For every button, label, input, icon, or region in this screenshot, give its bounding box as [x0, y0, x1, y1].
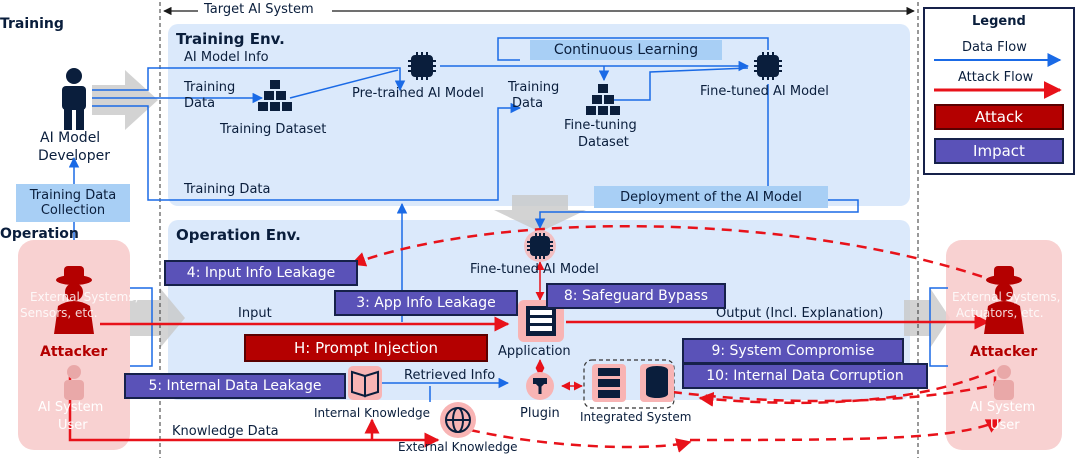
integrated-system-icon	[583, 359, 675, 409]
training-dataset-icon	[258, 80, 292, 111]
impact-internal-data-leakage: 5: Internal Data Leakage	[124, 373, 346, 399]
internal-knowledge-icon	[348, 366, 382, 400]
attacker-zone-left	[18, 240, 130, 450]
dashed-leak-input	[350, 224, 999, 284]
application-label: Application	[498, 344, 571, 359]
impact-internal-data-corruption: 10: Internal Data Corruption	[682, 363, 928, 389]
external-knowledge-icon	[440, 402, 476, 438]
flow-deployment	[534, 84, 859, 230]
output-label: Output (Incl. Explanation)	[716, 306, 884, 321]
developer-icon	[62, 68, 86, 130]
integrated-system-label: Integrated System	[580, 410, 692, 424]
legend-title: Legend	[972, 14, 1026, 29]
target-system-label: Target AI System	[204, 2, 314, 17]
input-label: Input	[238, 306, 272, 321]
finetuning-dataset-label-2: Dataset	[578, 135, 629, 150]
user-right-label-1: AI System	[970, 400, 1036, 415]
finetuned-model-train-label: Fine-tuned AI Model	[700, 84, 829, 99]
dashed-external	[469, 428, 692, 453]
training-data-label-2: Data	[184, 96, 216, 111]
section-training: Training	[0, 16, 64, 32]
attacker-right-icon	[984, 266, 1024, 334]
bracket-right	[929, 287, 948, 367]
legend-data-flow-label: Data Flow	[962, 40, 1027, 55]
external-left-label-1: External Systems,	[30, 290, 139, 304]
impact-input-info-leakage: 4: Input Info Leakage	[164, 260, 358, 286]
external-left-label-2: Sensors, etc.	[20, 306, 98, 320]
user-right-label-2: User	[990, 418, 1020, 433]
dev-block-arrow	[92, 70, 158, 130]
external-right-label-2: Actuators, etc.	[956, 306, 1044, 320]
section-operation: Operation	[0, 226, 79, 242]
application-icon	[518, 300, 564, 342]
pretrained-model-label: Pre-trained AI Model	[352, 86, 484, 101]
impact-safeguard-bypass: 8: Safeguard Bypass	[546, 283, 726, 309]
training-data-collection-line-1: Training Data	[29, 188, 117, 203]
input-block-arrow	[130, 288, 185, 348]
flow-ftdataset-finetuned	[612, 67, 749, 101]
attack-prompt-injection: H: Prompt Injection	[244, 334, 488, 362]
legend-attack-box: Attack	[934, 104, 1064, 130]
flow-continuous-learning	[497, 37, 769, 61]
developer-label-2: Developer	[38, 148, 111, 164]
training-dataset-label: Training Dataset	[220, 122, 327, 137]
internal-knowledge-label: Internal Knowledge	[314, 406, 431, 420]
attacker-left-label: Attacker	[40, 344, 108, 360]
plugin-label: Plugin	[520, 406, 560, 421]
external-knowledge-label: External Knowledge	[398, 440, 518, 454]
developer-label-1: AI Model	[40, 130, 101, 146]
finetuned-chip-icon	[754, 52, 782, 80]
attacker-zone-right	[946, 240, 1062, 450]
finetuned-op-chip-icon	[524, 230, 556, 262]
external-right-label-1: External Systems,	[952, 290, 1061, 304]
finetuning-dataset-icon	[586, 84, 620, 115]
legend-impact-box: Impact	[934, 138, 1064, 164]
ai-model-info-label: AI Model Info	[184, 50, 269, 65]
flow-dataset-pretrained	[289, 69, 399, 99]
flow-dev-modelinfo	[92, 67, 406, 92]
plugin-icon	[526, 372, 554, 400]
attacker-right-label: Attacker	[970, 344, 1038, 360]
user-left-label-1: AI System	[38, 400, 104, 415]
impact-app-info-leakage: 3: App Info Leakage	[334, 290, 518, 316]
deployment-label: Deployment of the AI Model	[594, 186, 828, 208]
legend-attack-flow-label: Attack Flow	[958, 70, 1034, 85]
training-data-collection-line-2: Collection	[40, 203, 106, 218]
output-block-arrow	[904, 288, 950, 348]
finetuning-dataset-label-1: Fine-tuning	[564, 118, 637, 133]
training-data-collection-label: Training Data Collection	[16, 184, 130, 222]
knowledge-data-label: Knowledge Data	[172, 424, 279, 439]
flow-dev-bottom	[92, 102, 522, 201]
training-data-b-label-2: Data	[512, 96, 544, 111]
user-right-icon	[994, 365, 1014, 400]
attacker-left-icon	[54, 266, 94, 334]
pretrained-chip-icon	[408, 52, 436, 80]
training-env-title: Training Env.	[176, 30, 285, 48]
retrieved-info-label: Retrieved Info	[404, 368, 496, 383]
training-data-bottom-label: Training Data	[184, 182, 271, 197]
impact-system-compromise: 9: System Compromise	[682, 338, 904, 364]
finetuned-model-op-label: Fine-tuned AI Model	[470, 262, 599, 277]
user-left-icon	[64, 365, 84, 400]
operation-env-title: Operation Env.	[176, 226, 301, 244]
bracket-left	[130, 287, 153, 367]
training-data-label-1: Training	[184, 80, 236, 95]
dashed-external-right	[689, 418, 1002, 442]
continuous-learning-label: Continuous Learning	[530, 40, 722, 60]
training-data-b-label-1: Training	[508, 80, 560, 95]
user-left-label-2: User	[58, 418, 88, 433]
